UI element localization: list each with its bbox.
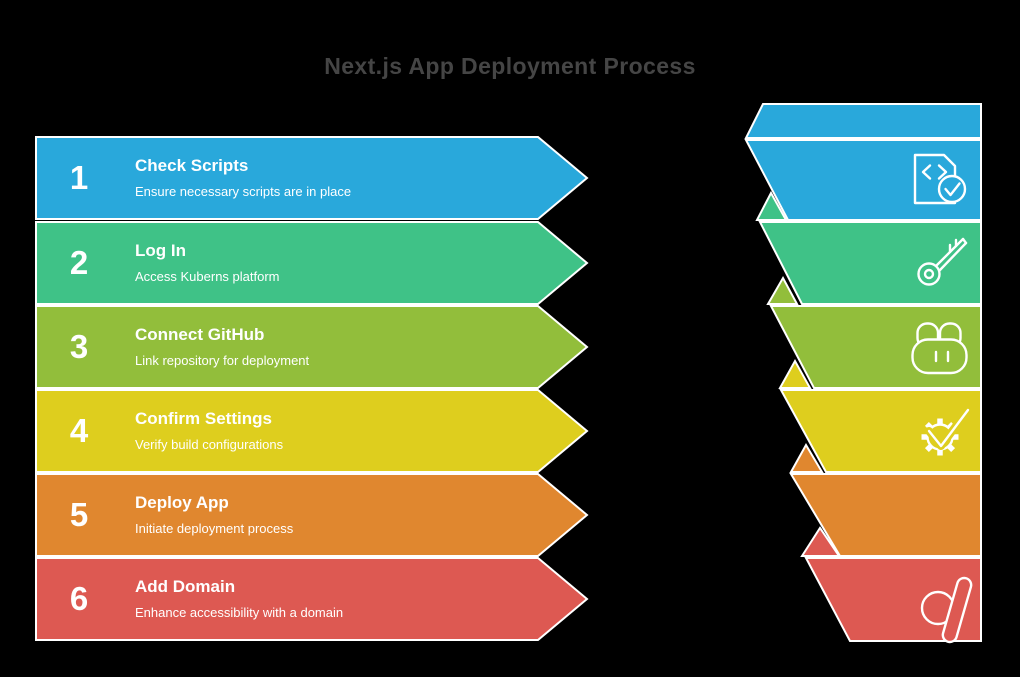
ribbon-segment-1 bbox=[744, 139, 982, 221]
step-arrow-polygon bbox=[35, 305, 589, 389]
team-icon bbox=[911, 322, 968, 375]
step-arrow-polygon bbox=[35, 389, 589, 473]
step-subtitle: Access Kuberns platform bbox=[135, 269, 280, 285]
ribbon-cap bbox=[744, 103, 982, 139]
step-band-1: 1 Check Scripts Ensure necessary scripts… bbox=[35, 136, 595, 220]
ribbon-segment-5 bbox=[789, 473, 982, 557]
step-arrow-shape bbox=[35, 305, 589, 389]
step-arrow-shape bbox=[35, 473, 589, 557]
file-code-check-icon bbox=[913, 153, 967, 205]
ribbon-segment-4 bbox=[779, 389, 982, 473]
ribbon-fold-6 bbox=[800, 526, 841, 557]
step-subtitle: Initiate deployment process bbox=[135, 521, 294, 537]
step-band-2: 2 Log In Access Kuberns platform bbox=[35, 221, 595, 305]
step-number: 6 bbox=[69, 580, 89, 617]
step-subtitle: Enhance accessibility with a domain bbox=[135, 605, 344, 621]
step-title: Check Scripts bbox=[135, 155, 249, 175]
step-title: Connect GitHub bbox=[135, 324, 265, 344]
step-subtitle: Ensure necessary scripts are in place bbox=[135, 184, 352, 200]
ribbon-fold-4 bbox=[778, 358, 812, 389]
step-title: Deploy App bbox=[135, 492, 229, 512]
step-number: 2 bbox=[69, 244, 89, 281]
page-title: Next.js App Deployment Process bbox=[324, 53, 696, 79]
ribbon-fold-2 bbox=[755, 190, 788, 221]
step-arrow-polygon bbox=[35, 473, 589, 557]
step-band-6: 6 Add Domain Enhance accessibility with … bbox=[35, 557, 595, 641]
step-subtitle: Verify build configurations bbox=[135, 437, 284, 453]
step-arrow-polygon bbox=[35, 136, 589, 220]
ribbon-fold-3 bbox=[766, 275, 799, 305]
step-band-3: 3 Connect GitHub Link repository for dep… bbox=[35, 305, 595, 389]
step-arrow-polygon bbox=[35, 221, 589, 305]
step-arrow-polygon bbox=[35, 557, 589, 641]
step-number: 3 bbox=[69, 328, 89, 365]
step-number: 1 bbox=[69, 159, 89, 196]
step-number: 5 bbox=[69, 496, 89, 533]
step-title: Log In bbox=[135, 240, 186, 260]
step-number: 4 bbox=[69, 412, 89, 449]
domain-icon bbox=[920, 576, 973, 644]
ribbon-fold-5 bbox=[789, 442, 824, 473]
step-arrow-shape bbox=[35, 221, 589, 305]
step-arrow-shape bbox=[35, 557, 589, 641]
key-icon bbox=[917, 237, 968, 286]
step-title: Add Domain bbox=[135, 576, 236, 596]
step-arrow-shape bbox=[35, 136, 589, 220]
step-subtitle: Link repository for deployment bbox=[135, 353, 310, 369]
step-arrow-shape bbox=[35, 389, 589, 473]
step-band-5: 5 Deploy App Initiate deployment process bbox=[35, 473, 595, 557]
step-band-4: 4 Confirm Settings Verify build configur… bbox=[35, 389, 595, 473]
step-title: Confirm Settings bbox=[135, 408, 272, 428]
gear-check-icon bbox=[921, 406, 972, 456]
ribbon-segment-6 bbox=[804, 557, 982, 642]
right-ribbon bbox=[744, 103, 982, 644]
